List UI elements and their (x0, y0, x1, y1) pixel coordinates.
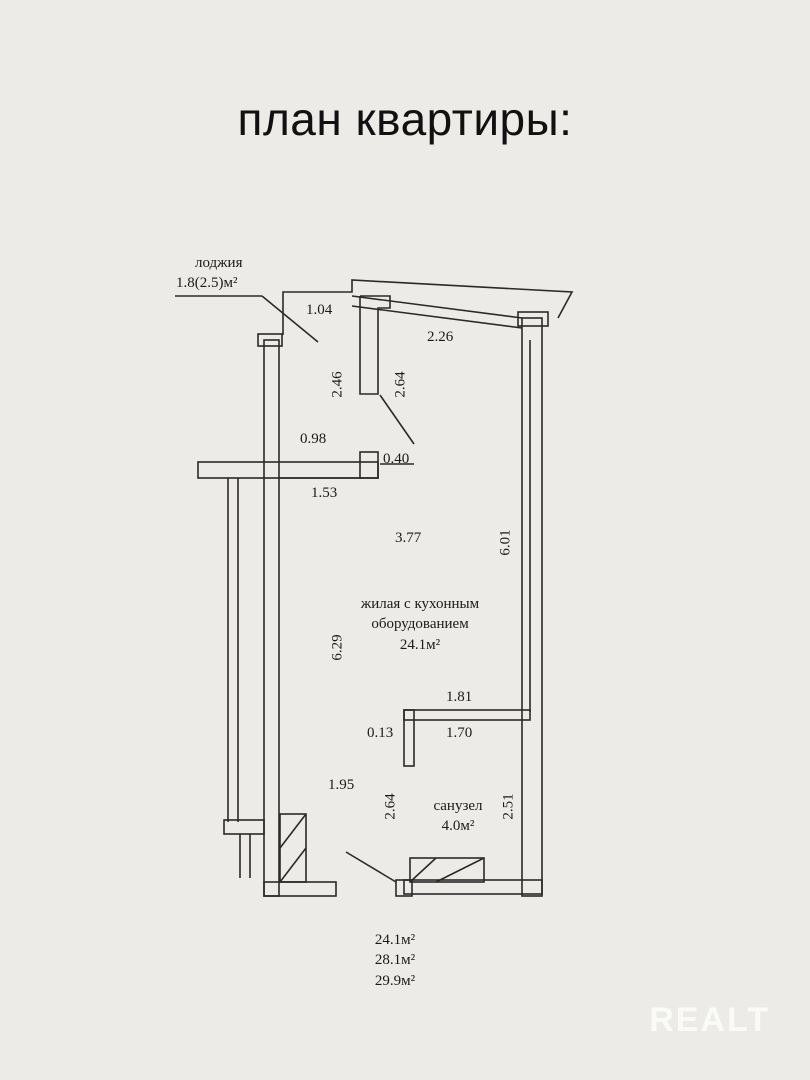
total-area-with-loggia: 29.9м² (374, 972, 416, 989)
living-room-line1: жилая с кухонным (360, 596, 480, 612)
dim-2-64-bottom: 2.64 (382, 793, 399, 820)
living-room-area: 24.1м² (399, 636, 441, 653)
dim-2-26: 2.26 (427, 329, 454, 345)
bathroom-name: санузел (433, 798, 483, 814)
dim-0-40: 0.40 (383, 451, 410, 467)
dim-1-95: 1.95 (328, 777, 355, 793)
page-title: план квартиры: (237, 93, 573, 145)
dim-2-64-top: 2.64 (392, 371, 409, 398)
cross-wall (197, 461, 379, 479)
area-totals: 24.1м² 28.1м² 29.9м² (340, 930, 450, 991)
dim-1-04: 1.04 (306, 302, 333, 318)
bathroom-top-wall (403, 709, 531, 721)
dim-1-81: 1.81 (446, 689, 473, 705)
dim-3-77: 3.77 (395, 530, 422, 546)
loggia-column (359, 295, 391, 395)
bathroom-bottom-wall (403, 879, 543, 895)
dim-2-46: 2.46 (329, 371, 346, 398)
dim-6-01: 6.01 (497, 529, 514, 556)
living-room-label: жилая с кухонным оборудованием 24.1м² (330, 594, 510, 655)
loggia-area: 1.8(2.5)м² (176, 275, 238, 291)
right-wall (521, 317, 543, 897)
loggia-diagonal (261, 295, 319, 343)
bathroom-label: санузел 4.0м² (418, 796, 498, 837)
left-wall (263, 339, 280, 897)
living-room-line2: оборудованием (371, 616, 469, 633)
dim-0-98: 0.98 (300, 431, 327, 447)
loggia-outline (282, 279, 574, 335)
loggia-label: лоджия (195, 255, 243, 271)
dim-0-13: 0.13 (367, 725, 394, 741)
bath-fixture (409, 857, 485, 883)
total-area: 28.1м² (374, 952, 416, 969)
bathroom-area: 4.0м² (441, 818, 475, 835)
dim-1-53: 1.53 (311, 485, 338, 501)
dim-2-51: 2.51 (500, 793, 517, 820)
dim-1-70: 1.70 (446, 725, 473, 741)
total-living-area: 24.1м² (374, 932, 416, 948)
plumbing-box (279, 813, 307, 883)
realt-watermark: REALT (649, 1001, 770, 1039)
